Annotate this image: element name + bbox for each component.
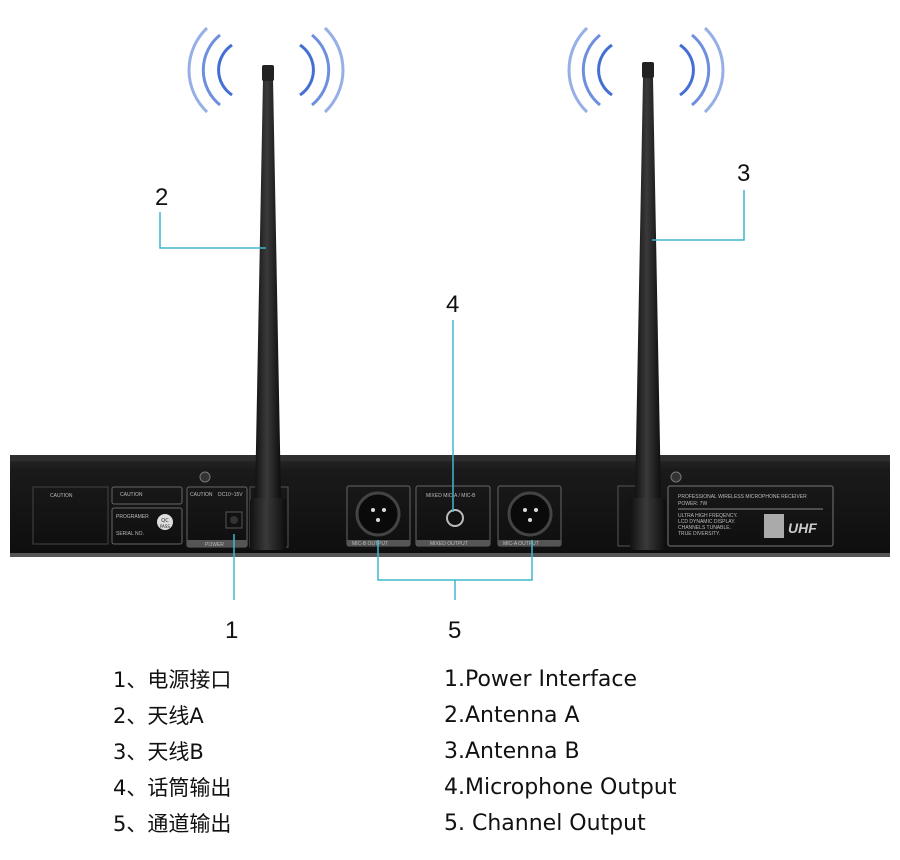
legend-english: 1.Power Interface 2.Antenna A 3.Antenna … — [444, 662, 676, 842]
svg-text:CHANNELS TUNABLE.: CHANNELS TUNABLE. — [678, 525, 731, 531]
callout-4: 4 — [446, 291, 459, 318]
legend-item: 4.Microphone Output — [444, 775, 677, 800]
svg-text:PROFESSIONAL WIRELESS MICROPHO: PROFESSIONAL WIRELESS MICROPHONE RECEIVE… — [678, 494, 807, 500]
callout-lines — [159, 190, 745, 600]
svg-text:QC: QC — [161, 518, 169, 524]
legend-item: 4、话筒输出 — [113, 776, 232, 800]
legend-item: 2.Antenna A — [444, 703, 580, 728]
legend-item: 1、电源接口 — [113, 668, 232, 692]
svg-text:DC10~15V: DC10~15V — [218, 492, 243, 498]
legend-item: 3、天线B — [113, 740, 204, 764]
legend-item: 5. Channel Output — [444, 811, 646, 836]
svg-text:MIC-B OUTPUT: MIC-B OUTPUT — [352, 541, 388, 547]
legend-item: 3.Antenna B — [444, 739, 580, 764]
svg-text:TRUE DIVERSITY.: TRUE DIVERSITY. — [678, 531, 720, 537]
svg-text:MIXED MIC-A / MIC-B: MIXED MIC-A / MIC-B — [426, 493, 476, 499]
svg-text:CAUTION: CAUTION — [120, 492, 143, 498]
svg-text:POWER: POWER — [205, 542, 224, 548]
legend-chinese: 1、电源接口 2、天线A 3、天线B 4、话筒输出 5、通道输出 — [113, 662, 231, 842]
svg-text:UHF: UHF — [788, 520, 817, 536]
svg-text:MIC-A OUTPUT: MIC-A OUTPUT — [503, 541, 539, 547]
svg-text:PROGRAMER: PROGRAMER — [116, 514, 149, 520]
callout-2: 2 — [155, 184, 168, 211]
svg-text:LCD DYNAMIC DISPLAY.: LCD DYNAMIC DISPLAY. — [678, 519, 735, 525]
callout-1: 1 — [225, 617, 238, 644]
callout-5: 5 — [448, 617, 461, 644]
svg-text:PASS: PASS — [160, 524, 170, 529]
svg-text:SERIAL NO.: SERIAL NO. — [116, 531, 144, 537]
legend-item: 1.Power Interface — [444, 667, 637, 692]
signal-waves-right-icon — [567, 26, 725, 114]
legend-item: 2、天线A — [113, 704, 204, 728]
antenna-b — [630, 62, 666, 550]
svg-text:CAUTION: CAUTION — [50, 493, 73, 499]
svg-text:ULTRA HIGH FREQENCY.: ULTRA HIGH FREQENCY. — [678, 513, 738, 519]
svg-text:POWER: 7W: POWER: 7W — [678, 501, 707, 507]
callout-3: 3 — [737, 160, 750, 187]
svg-text:CAUTION: CAUTION — [190, 492, 213, 498]
antenna-a — [250, 65, 286, 550]
receiver-body: CAUTION CAUTION PROGRAMER SERIAL NO. QC … — [10, 455, 890, 557]
signal-waves-left-icon — [187, 26, 345, 114]
svg-text:MIXED OUTPUT: MIXED OUTPUT — [430, 541, 468, 547]
legend-item: 5、通道输出 — [113, 812, 232, 836]
